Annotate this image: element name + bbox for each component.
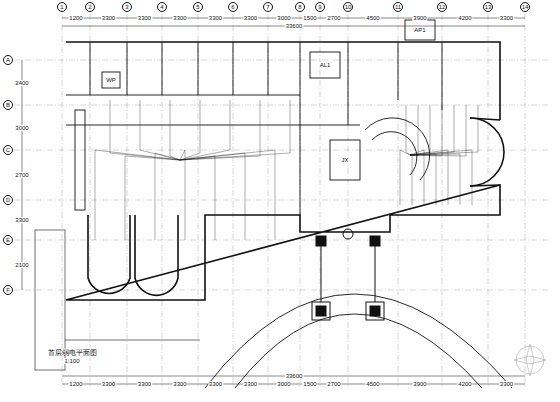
dimension-text: 3300	[172, 381, 187, 387]
panel-tag: AL1	[319, 62, 332, 68]
terrace	[35, 230, 200, 370]
porch	[312, 229, 384, 320]
north-arrow	[514, 344, 546, 376]
axis-bubble: 12	[437, 2, 447, 12]
axis-bubble: E	[3, 235, 13, 245]
axis-bubble: B	[3, 100, 13, 110]
dimension-text: 4200	[457, 381, 472, 387]
dimension-text: 1500	[302, 15, 317, 21]
axis-bubble: 2	[85, 2, 95, 12]
dimension-text: 4500	[365, 15, 380, 21]
axis-bubble: 7	[263, 2, 273, 12]
axis-bubble: 1	[57, 2, 67, 12]
axis-bubble: 3	[122, 2, 132, 12]
axis-bubble: 4	[157, 2, 167, 12]
axis-bubble: 9	[315, 2, 325, 12]
dimension-text: 2100	[14, 262, 29, 268]
dimension-text: 3300	[243, 381, 258, 387]
dimension-text: 3300	[208, 15, 223, 21]
dimension-text: 2700	[326, 15, 341, 21]
axis-bubble: C	[3, 145, 13, 155]
dimension-text: 3300	[137, 381, 152, 387]
axis-bubble: 13	[483, 2, 493, 12]
dimension-text: 3300	[101, 381, 116, 387]
dimension-text: 2700	[14, 172, 29, 178]
dimension-text: 3300	[208, 381, 223, 387]
dimension-text: 3000	[276, 15, 291, 21]
axis-bubble: A	[3, 55, 13, 65]
dimension-text: 3000	[276, 381, 291, 387]
walls	[66, 42, 504, 300]
dimension-text: 3300	[172, 15, 187, 21]
dimension-text: 3000	[14, 125, 29, 131]
drawing-title: 首层弱电平面图	[47, 349, 98, 356]
axis-bubble: 5	[193, 2, 203, 12]
dimension-text: 3300	[14, 217, 29, 223]
driveway-arcs	[205, 294, 512, 388]
dimension-text: 4500	[365, 381, 380, 387]
conduit-fans	[95, 100, 478, 240]
dimension-text: 3900	[412, 381, 427, 387]
axis-bubble: 8	[295, 2, 305, 12]
overall-dimension: 33600	[285, 23, 304, 29]
dimension-text: 1500	[302, 381, 317, 387]
dimension-text: 2400	[14, 80, 29, 86]
axis-bubble: D	[3, 195, 13, 205]
panel-tag: WP	[105, 77, 117, 83]
axis-bubble: F	[3, 285, 13, 295]
partitions	[66, 20, 442, 215]
overall-dimension: 33600	[285, 373, 304, 379]
dimension-text: 1200	[68, 15, 83, 21]
axis-bubble: 11	[393, 2, 403, 12]
dimension-text: 2700	[326, 381, 341, 387]
dimension-text: 3900	[412, 15, 427, 21]
dimension-text: 3300	[101, 15, 116, 21]
dimension-text: 3300	[499, 15, 514, 21]
dimension-text: 3300	[499, 381, 514, 387]
dimension-text: 3300	[137, 15, 152, 21]
drawing-scale: 1:100	[63, 358, 80, 364]
dimension-text: 3300	[243, 15, 258, 21]
dimension-text: 1200	[68, 381, 83, 387]
dimension-text: 4200	[457, 15, 472, 21]
panel-tag: JX	[340, 157, 349, 163]
axis-bubble: 6	[228, 2, 238, 12]
grid-lines	[14, 14, 548, 388]
panel-tag: AP1	[413, 27, 426, 33]
axis-bubble: 10	[343, 2, 353, 12]
axis-bubble: 14	[520, 2, 530, 12]
